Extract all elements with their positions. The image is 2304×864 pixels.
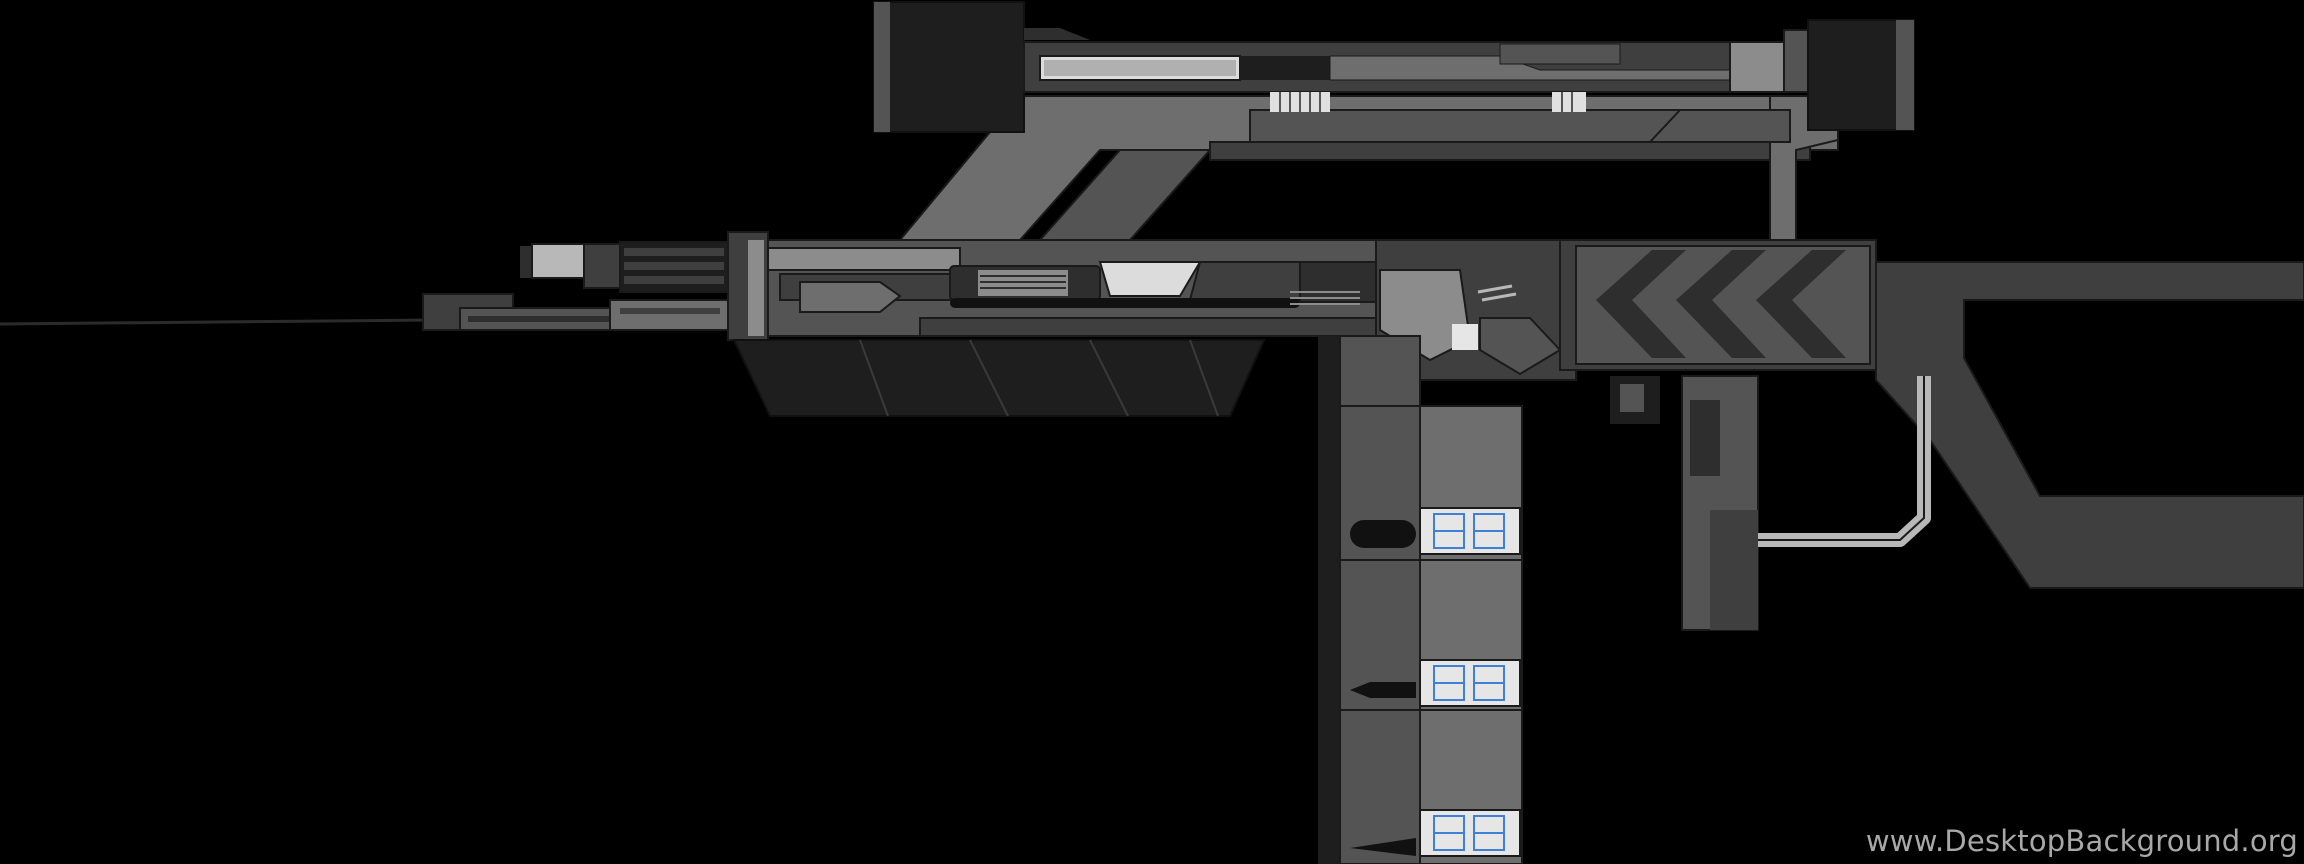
barrel [0, 293, 731, 331]
ammo-window-1 [1419, 507, 1521, 555]
stock [1875, 261, 2304, 589]
grip-assembly [1610, 375, 1931, 631]
lower-handguard [732, 339, 1266, 417]
ammo-window-2 [1419, 659, 1521, 707]
scope [873, 1, 1915, 133]
upper-receiver [727, 231, 1381, 341]
scope-mount [897, 95, 1839, 241]
magazine [1318, 335, 1523, 864]
front-block [520, 241, 729, 293]
ammo-window-3 [1419, 809, 1521, 857]
watermark-text: www.DesktopBackground.org [1865, 824, 2298, 858]
main-body [1375, 239, 1877, 381]
